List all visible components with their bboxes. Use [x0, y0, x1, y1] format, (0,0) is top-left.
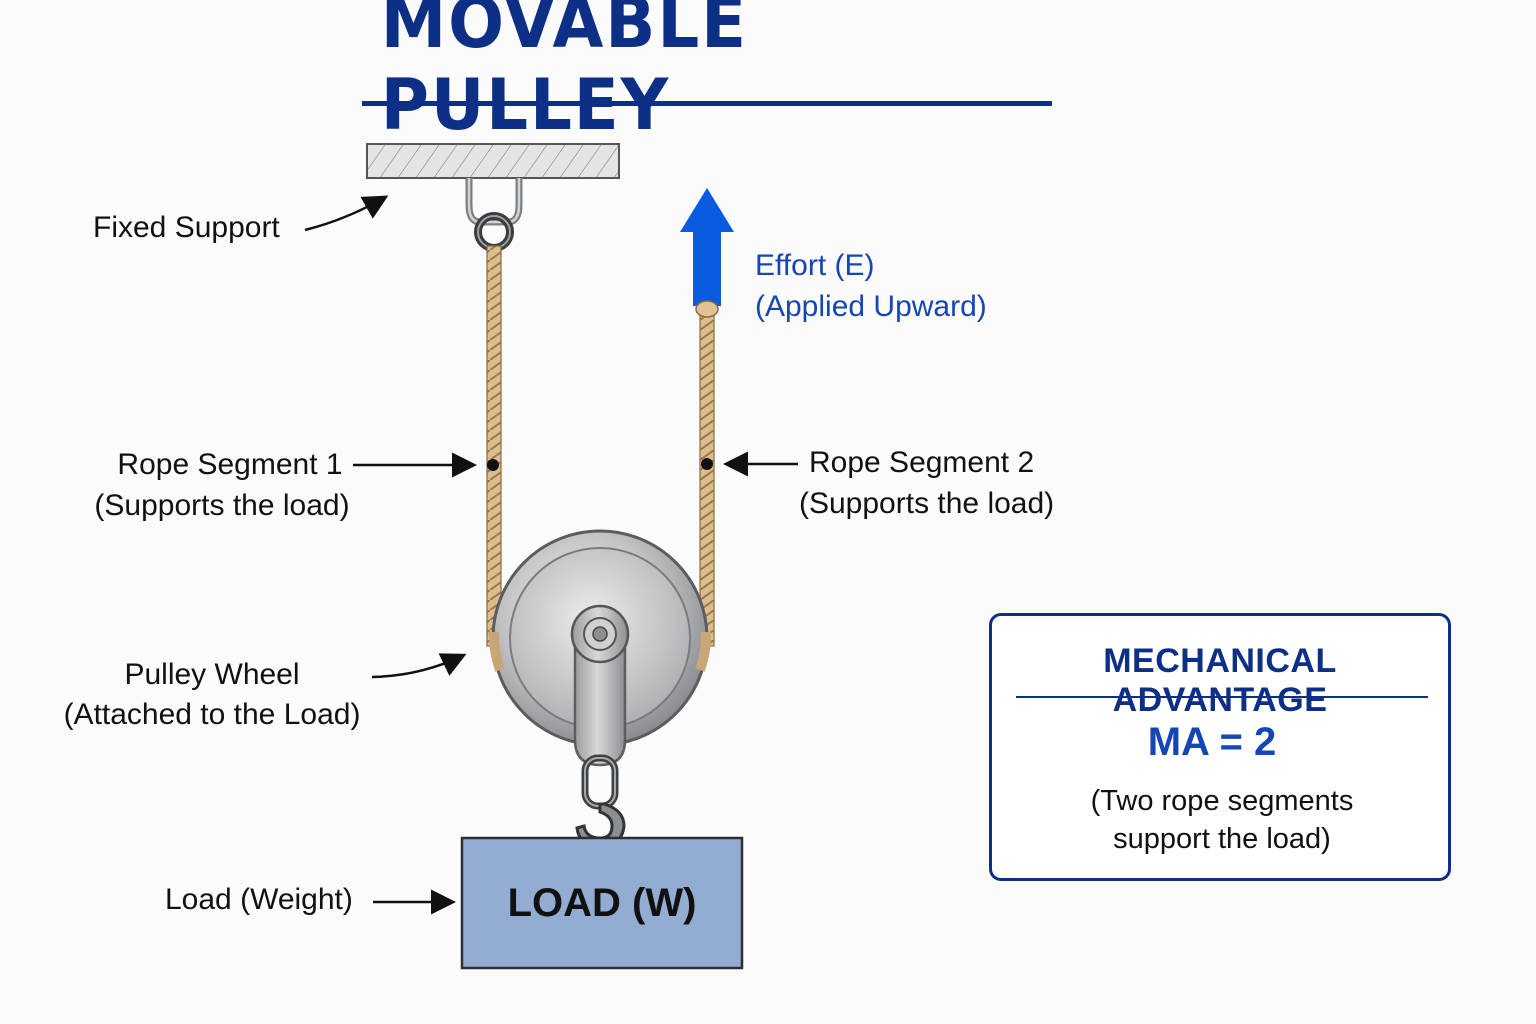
- ma-divider: [1016, 696, 1428, 698]
- fixed-support-label: Fixed Support: [93, 211, 280, 244]
- mechanical-advantage-box: MECHANICAL ADVANTAGE MA = 2 (Two rope se…: [989, 613, 1451, 881]
- load-box: [460, 836, 744, 970]
- rope-segment-2: [699, 309, 715, 647]
- hook-icon: [575, 802, 626, 848]
- pulley-strap: [573, 628, 627, 767]
- effort-label: Effort (E): [755, 249, 875, 282]
- effort-sublabel: (Applied Upward): [755, 290, 987, 323]
- ma-heading: MECHANICAL ADVANTAGE: [1103, 642, 1337, 719]
- rope-segment-2-label: Rope Segment 2: [809, 446, 1035, 479]
- rope-segment-2-sublabel: (Supports the load): [799, 487, 1055, 520]
- ma-note-line-2: support the load): [1113, 823, 1331, 855]
- rope-segment-1: [486, 245, 502, 647]
- rope-segment-1-sublabel: (Supports the load): [94, 489, 350, 522]
- rope-end-cap: [695, 300, 719, 318]
- pulley-wheel-label: Pulley Wheel: [124, 658, 300, 691]
- wheel-arrow: [371, 653, 467, 679]
- rope2-marker-dot: [701, 458, 713, 470]
- rope-segment-1-label: Rope Segment 1: [117, 448, 343, 481]
- ma-formula: MA = 2: [1147, 720, 1277, 764]
- ma-note: (Two rope segments support the load): [992, 782, 1452, 858]
- fixed-support-plate: [366, 143, 620, 179]
- ma-note-line-1: (Two rope segments: [1090, 785, 1354, 817]
- title-underline: [362, 101, 1052, 106]
- load-box-text: LOAD (W): [507, 880, 697, 925]
- page-title: MOVABLE PULLEY: [380, 0, 748, 146]
- effort-arrow-head: [680, 188, 734, 232]
- rope1-marker-dot: [487, 459, 499, 471]
- pulley-wheel-sublabel: (Attached to the Load): [63, 698, 361, 731]
- effort-arrow-shaft: [693, 230, 721, 306]
- load-weight-label: Load (Weight): [165, 883, 353, 916]
- fixed-support-arrow: [304, 195, 389, 232]
